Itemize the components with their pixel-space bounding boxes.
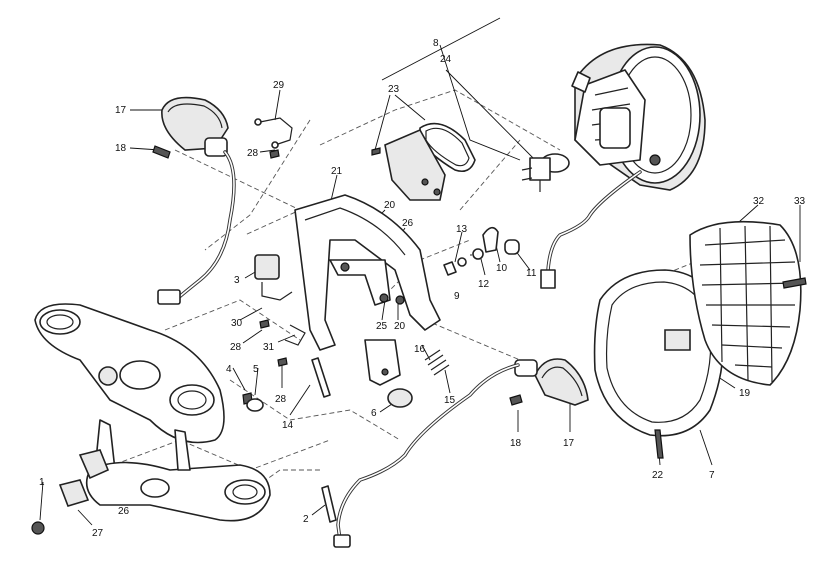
left-turn-signal — [152, 96, 236, 305]
wire-clip — [254, 117, 293, 159]
callout-31: 31 — [263, 342, 275, 353]
callout-6: 6 — [371, 408, 377, 419]
callout-30: 30 — [231, 318, 243, 329]
callout-15: 15 — [444, 395, 456, 406]
callout-13: 13 — [456, 224, 468, 235]
triple-clamp — [34, 303, 271, 522]
gasket-and-cover — [371, 122, 476, 201]
headlight-grille — [689, 220, 807, 386]
lower-fasteners — [31, 449, 337, 535]
callout-9: 9 — [454, 291, 460, 302]
callout-2: 2 — [303, 514, 309, 525]
small-fasteners-right — [443, 226, 520, 276]
callout-26-a: 26 — [402, 218, 414, 229]
callout-14: 14 — [282, 420, 294, 431]
callout-16: 16 — [414, 344, 426, 355]
callout-1: 1 — [39, 477, 45, 488]
headlight-bracket — [294, 194, 441, 386]
headlight-bulb — [521, 153, 570, 192]
callout-5: 5 — [253, 364, 259, 375]
callout-18-left: 18 — [115, 143, 127, 154]
bolt-spring-rubber — [242, 349, 450, 412]
right-turn-signal — [333, 358, 589, 548]
callout-12: 12 — [478, 279, 490, 290]
callout-20-a: 20 — [384, 200, 396, 211]
callout-8: 8 — [433, 38, 439, 49]
callout-29: 29 — [273, 80, 285, 91]
callout-27: 27 — [92, 528, 104, 539]
callout-labels: 8 24 23 29 28 17 18 21 20 26 13 10 11 12… — [39, 38, 806, 539]
callout-11: 11 — [526, 268, 537, 279]
callout-17-right: 17 — [563, 438, 575, 449]
callout-21: 21 — [331, 166, 343, 177]
callout-19: 19 — [739, 388, 751, 399]
callout-18-right: 18 — [510, 438, 522, 449]
callout-22: 22 — [652, 470, 664, 481]
callout-4: 4 — [226, 364, 232, 375]
callout-28-a: 28 — [247, 148, 259, 159]
callout-17-left: 17 — [115, 105, 127, 116]
callout-25: 25 — [376, 321, 388, 332]
headlight-wire — [540, 170, 642, 289]
callout-28-b: 28 — [230, 342, 242, 353]
callout-26-b: 26 — [118, 506, 130, 517]
callout-33: 33 — [794, 196, 806, 207]
headlight-assembly — [571, 43, 706, 191]
callout-3: 3 — [234, 275, 240, 286]
callout-23: 23 — [388, 84, 400, 95]
callout-7: 7 — [709, 470, 715, 481]
relay-and-clips — [254, 254, 306, 367]
callout-10: 10 — [496, 263, 508, 274]
callout-20-b: 20 — [394, 321, 406, 332]
callout-24: 24 — [440, 54, 452, 65]
headlight-rim — [593, 269, 725, 459]
callout-32: 32 — [753, 196, 765, 207]
callout-28-c: 28 — [275, 394, 287, 405]
